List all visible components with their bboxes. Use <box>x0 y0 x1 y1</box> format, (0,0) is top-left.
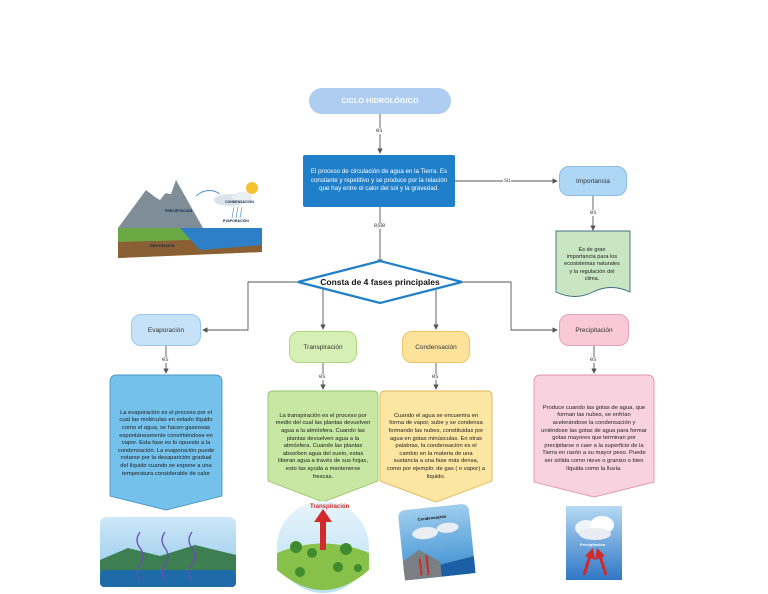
edge-central-evaporation <box>202 281 300 333</box>
connector-label-evaporation-text: es <box>161 357 170 363</box>
evaporation-description: La evaporación es el proceso por el cual… <box>117 409 215 477</box>
transpiration-image: Transpiración <box>277 501 369 593</box>
transpiration-card-shape <box>267 390 379 503</box>
importance-card-shape <box>555 230 631 297</box>
title-node: CICLO HIDROLÓGICO <box>309 88 451 114</box>
importance-description: Es de gran importancia para los ecosiste… <box>564 246 620 283</box>
water-cycle-illustration: CONDENSACIÓN PRECIPITACIÓN EVAPORACIÓN I… <box>118 180 262 258</box>
cycle-label-infiltration: INFILTRACIÓN <box>150 243 175 248</box>
condensation-image-title: Condensación <box>417 514 447 522</box>
cycle-label-evaporation: EVAPORACIÓN <box>223 218 249 223</box>
connector-label-definition-central: este <box>373 223 387 229</box>
edge-central-precipitation <box>460 281 558 333</box>
cycle-label-condensation: CONDENSACIÓN <box>225 199 254 204</box>
connector-label-definition-importance: su <box>503 178 512 184</box>
connector-label-importance-text: es <box>589 210 598 216</box>
cycle-label-precipitation: PRECIPITACIÓN <box>165 208 193 213</box>
transpiration-image-title: Transpiración <box>310 504 350 510</box>
condensation-node: Condensación <box>402 331 470 363</box>
evaporation-card-shape <box>109 374 223 511</box>
connector-label-condensation-text: es <box>431 374 440 380</box>
transpiration-node: Transpiración <box>289 331 357 363</box>
connector-lines <box>163 114 597 390</box>
importance-node: Importancia <box>559 166 627 196</box>
connector-label-precipitation-text: es <box>589 357 598 363</box>
precipitation-description: Produce cuando las gotas de agua, que fo… <box>541 404 647 472</box>
condensation-description: Cuando el agua se encuentra en forma de … <box>387 412 485 480</box>
evaporation-node: Evaporación <box>131 314 201 346</box>
transpiration-description: La transpiración es el proceso por medio… <box>275 412 371 480</box>
condensation-image: Condensación <box>398 504 476 581</box>
central-diamond <box>297 259 463 305</box>
precipitation-node: Precipitación <box>559 314 629 346</box>
definition-node: El proceso de circulación de agua en la … <box>303 155 455 207</box>
connector-label-transpiration-text: es <box>318 374 327 380</box>
precipitation-card-shape <box>533 374 655 498</box>
central-node-label: Consta de 4 fases principales <box>320 277 440 287</box>
evaporation-image <box>100 517 236 587</box>
precipitation-image-title: Precipitación <box>580 542 606 547</box>
condensation-card-shape <box>379 390 493 503</box>
connector-label-title-definition: es <box>375 128 384 134</box>
precipitation-image: Precipitación <box>563 503 625 583</box>
